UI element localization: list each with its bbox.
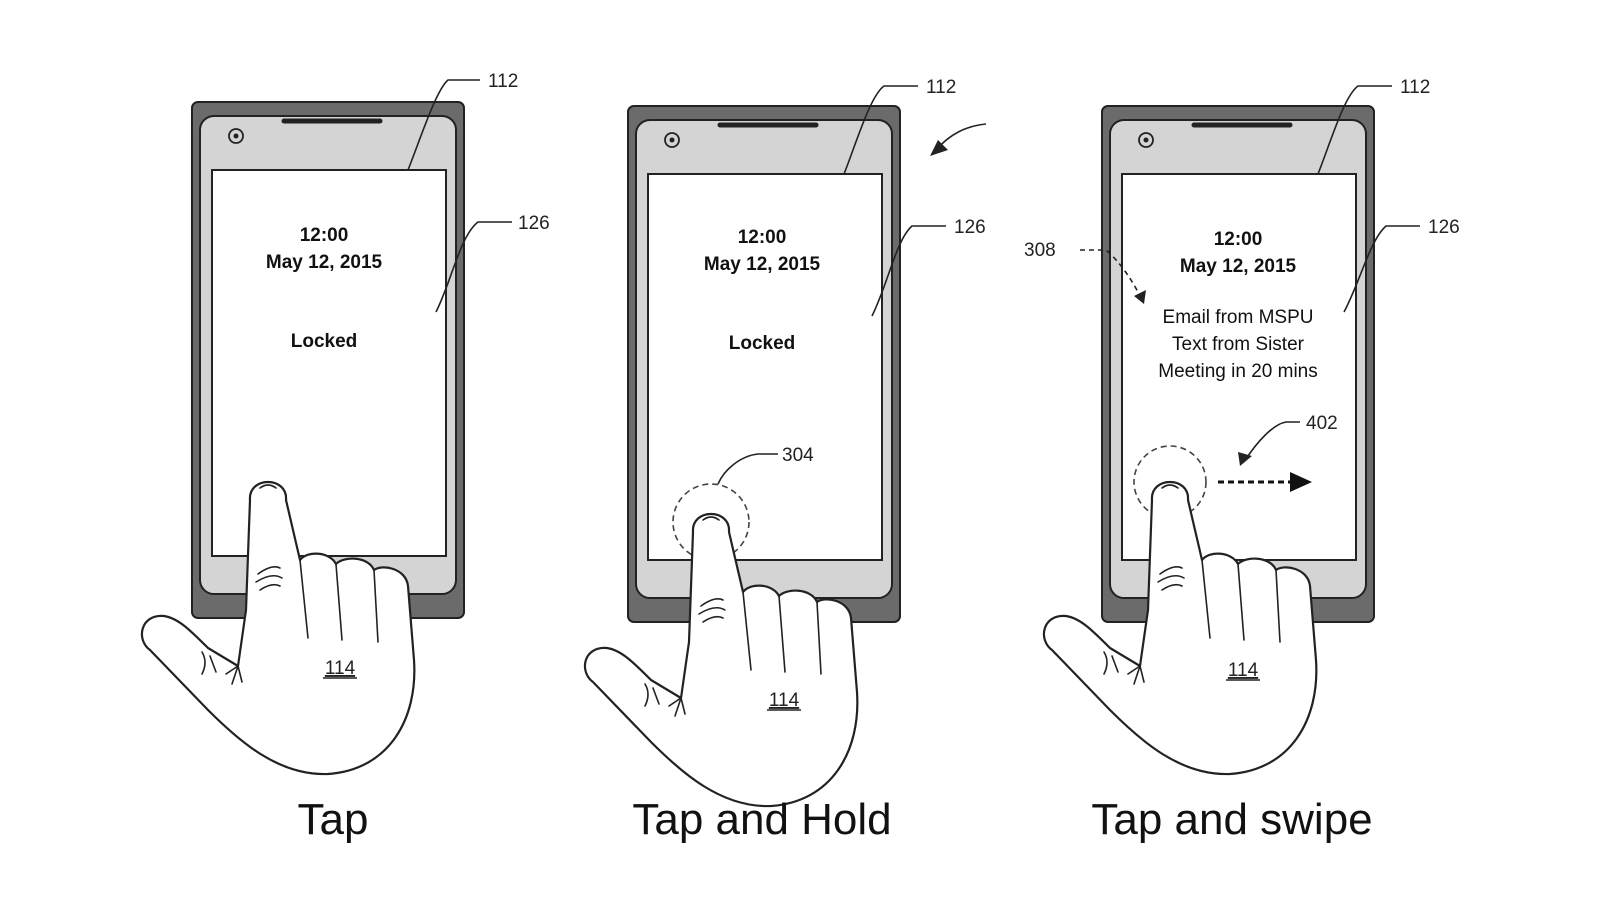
screen-date: May 12, 2015 xyxy=(1180,256,1297,277)
panel-tap-and-hold: 12:00 May 12, 2015 Locked 112 126 304 11… xyxy=(583,77,987,844)
screen-time: 12:00 xyxy=(1214,229,1263,250)
leader-line-112 xyxy=(1317,85,1392,175)
ref-label-device: 112 xyxy=(488,71,518,92)
notification-item: Email from MSPU xyxy=(1163,307,1314,328)
touch-start-indicator xyxy=(1133,445,1207,519)
ref-label-hand: 114 xyxy=(1228,660,1259,681)
ref-label-display: 126 xyxy=(518,213,550,234)
phone-screen xyxy=(647,173,883,561)
notification-item: Text from Sister xyxy=(1172,334,1305,355)
ref-label-device: 112 xyxy=(926,77,956,98)
ref-label-touch: 304 xyxy=(782,445,814,466)
arrowhead xyxy=(1134,290,1146,304)
camera-lens xyxy=(669,137,675,143)
leader-line-112 xyxy=(843,85,918,175)
ref-label-hand: 114 xyxy=(769,690,800,711)
camera-lens xyxy=(233,133,239,139)
leader-line-126 xyxy=(435,221,512,313)
camera-lens xyxy=(1143,137,1149,143)
camera-icon xyxy=(1138,132,1154,148)
touch-hold-indicator xyxy=(672,483,750,561)
ref-label-swipe: 402 xyxy=(1306,413,1338,434)
leader-line-112 xyxy=(407,79,480,171)
ref-label-display: 126 xyxy=(1428,217,1460,238)
leader-line-126 xyxy=(871,225,946,317)
camera-icon xyxy=(664,132,680,148)
panel-caption: Tap xyxy=(298,795,369,844)
leader-line-304 xyxy=(717,453,778,485)
lock-status: Locked xyxy=(729,333,796,354)
panel-caption: Tap and swipe xyxy=(1091,795,1372,844)
panel-caption: Tap and Hold xyxy=(632,795,891,844)
screen-time: 12:00 xyxy=(738,227,787,248)
arrowhead xyxy=(930,140,948,156)
arrowhead xyxy=(1238,452,1252,466)
screen-date: May 12, 2015 xyxy=(266,252,383,273)
lock-status: Locked xyxy=(291,331,358,352)
ref-label-hand: 114 xyxy=(325,658,356,679)
ref-label-device: 112 xyxy=(1400,77,1430,98)
swipe-arrowhead xyxy=(1290,472,1312,492)
ref-label-notifications: 308 xyxy=(1024,240,1056,261)
screen-time: 12:00 xyxy=(300,225,349,246)
panel-tap: 12:00 May 12, 2015 Locked 112 126 114 Ta… xyxy=(140,71,550,844)
leader-line-126 xyxy=(1343,225,1420,313)
panel-tap-and-swipe: 12:00 May 12, 2015 Email from MSPU Text … xyxy=(1024,77,1460,844)
screen-date: May 12, 2015 xyxy=(704,254,821,275)
ref-label-display: 126 xyxy=(954,217,986,238)
notification-item: Meeting in 20 mins xyxy=(1158,361,1317,382)
camera-icon xyxy=(228,128,244,144)
